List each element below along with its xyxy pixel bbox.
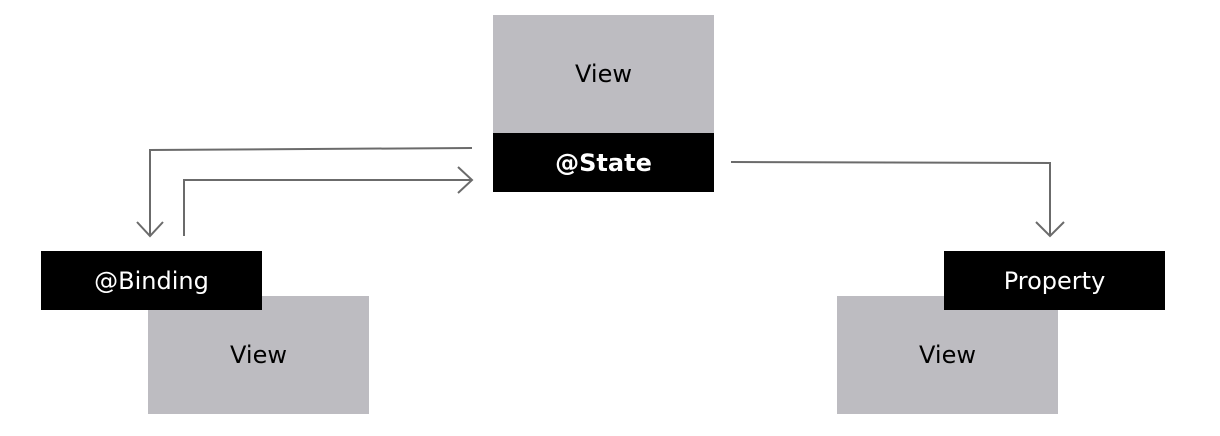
state-owner-view-label: View xyxy=(575,60,632,88)
state-to-binding-arrow xyxy=(149,147,473,236)
binding-to-state-arrowhead xyxy=(457,166,474,194)
binding-label-box: @Binding xyxy=(41,251,262,310)
state-label: @State xyxy=(555,148,652,177)
state-to-property-arrowhead xyxy=(1035,221,1065,238)
state-label-box: @State xyxy=(493,133,714,192)
binding-child-view-label: View xyxy=(230,341,287,369)
state-to-binding-arrowhead xyxy=(136,221,164,238)
state-owner-view: View xyxy=(493,15,714,133)
binding-label: @Binding xyxy=(94,266,209,295)
binding-to-state-arrow xyxy=(183,179,472,236)
property-child-view-label: View xyxy=(919,341,976,369)
property-label: Property xyxy=(1003,266,1106,295)
property-label-box: Property xyxy=(944,251,1165,310)
state-to-property-arrow xyxy=(730,161,1051,236)
binding-child-view: View xyxy=(148,296,369,414)
property-child-view: View xyxy=(837,296,1058,414)
